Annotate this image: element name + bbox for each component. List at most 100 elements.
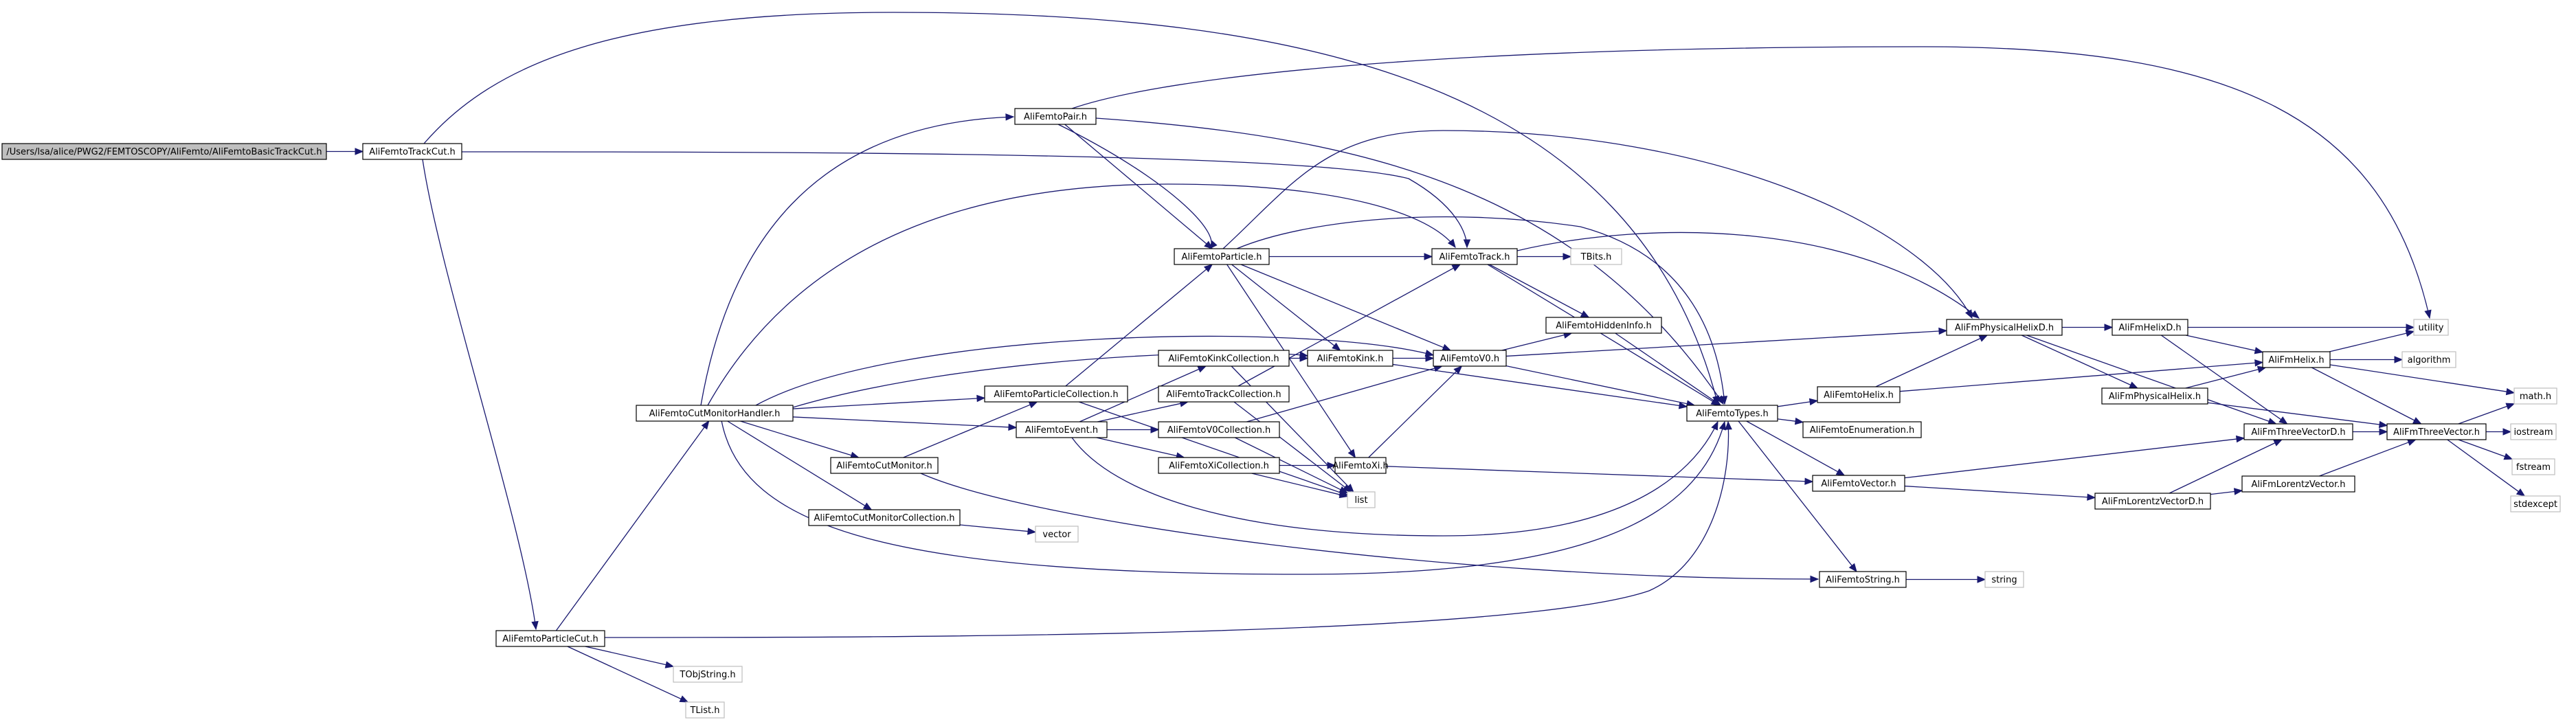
node-box (2094, 493, 2211, 510)
node-label: AliFemtoParticleCut.h (502, 634, 598, 644)
node-box (1545, 317, 1662, 334)
edge-line (422, 159, 537, 630)
node-box (2386, 423, 2487, 440)
node-physhelixd[interactable]: AliFmPhysicalHelixD.h (1946, 319, 2063, 336)
node-trackcut[interactable]: AliFemtoTrackCut.h (362, 143, 462, 160)
edge-line (1615, 332, 1716, 403)
edge-arrowhead (862, 502, 873, 510)
edge-arrowhead (1299, 351, 1309, 359)
node-box (1802, 421, 1922, 438)
edge-arrowhead (1197, 365, 1207, 373)
edge-arrowhead (1712, 398, 1722, 406)
node-xi[interactable]: AliFemtoXi.h (1332, 457, 1389, 474)
node-cmcoll[interactable]: AliFemtoCutMonitorCollection.h (808, 509, 961, 526)
edge-line (707, 183, 1456, 406)
node-cmh[interactable]: AliFemtoCutMonitorHandler.h (636, 405, 794, 422)
edge-physhelixd-to-helixd (2062, 324, 2114, 331)
node-box (1819, 571, 1907, 588)
node-enum[interactable]: AliFemtoEnumeration.h (1802, 421, 1922, 438)
node-v0[interactable]: AliFemtoV0.h (1433, 350, 1507, 367)
node-fstring[interactable]: AliFemtoString.h (1819, 571, 1907, 588)
edge-arrowhead (2406, 324, 2415, 331)
edge-line (792, 398, 979, 409)
node-box (685, 701, 725, 719)
node-fmhelix[interactable]: AliFmHelix.h (2262, 351, 2331, 368)
node-cm[interactable]: AliFemtoCutMonitor.h (830, 457, 939, 474)
edge-line (2458, 405, 2509, 425)
edge-line (700, 116, 1014, 406)
edge-cm-to-partcoll (903, 401, 1038, 458)
edge-partcoll-to-particle (1065, 264, 1213, 387)
edge-arrowhead (2254, 359, 2264, 367)
edge-trackcut-to-track (461, 151, 1471, 249)
edge-types-to-fvector (1746, 420, 1846, 476)
edge-line (740, 420, 853, 456)
node-helix[interactable]: AliFemtoHelix.h (1817, 386, 1901, 403)
node-physhelix[interactable]: AliFmPhysicalHelix.h (2101, 387, 2208, 405)
node-hidden[interactable]: AliFemtoHiddenInfo.h (1545, 317, 1662, 334)
node-trackcoll[interactable]: AliFemtoTrackCollection.h (1158, 385, 1290, 403)
edge-line (1505, 365, 1689, 405)
edge-line (1065, 268, 1208, 387)
node-box (1812, 475, 1905, 492)
node-tv3[interactable]: AliFmThreeVector.h (2386, 423, 2487, 440)
edge-line (2207, 402, 2382, 425)
edge-line (1368, 370, 1458, 458)
edge-tv3-to-fstream (2458, 439, 2513, 460)
edge-lv-to-tv3 (2319, 439, 2417, 477)
edge-arrowhead (2379, 428, 2388, 436)
edge-trackcut-to-types (423, 12, 1720, 405)
node-tv3d[interactable]: AliFmThreeVectorD.h (2243, 423, 2353, 440)
node-helixd[interactable]: AliFmHelixD.h (2112, 319, 2188, 336)
edge-partcoll-to-list (1078, 401, 1349, 496)
node-kink[interactable]: AliFemtoKink.h (1307, 350, 1393, 367)
edge-event-to-trackcoll (1097, 400, 1189, 422)
node-box (984, 385, 1128, 403)
edge-track-to-physhelixd (1516, 232, 1980, 319)
edge-arrowhead (1447, 238, 1456, 249)
edge-kink-to-v0 (1393, 354, 1435, 362)
node-box (2513, 387, 2557, 405)
node-label: AliFmLorentzVectorD.h (2102, 497, 2204, 507)
node-lvd[interactable]: AliFmLorentzVectorD.h (2094, 493, 2211, 510)
node-particle[interactable]: AliFemtoParticle.h (1174, 248, 1270, 265)
edge-hidden-to-types (1615, 332, 1722, 406)
edge-v0-to-types (1505, 365, 1696, 407)
edge-line (1231, 264, 1336, 347)
edge-line (1505, 330, 1941, 357)
edge-line (1875, 337, 1982, 387)
node-box (2262, 351, 2331, 368)
edge-line (1071, 46, 2430, 319)
node-types[interactable]: AliFemtoTypes.h (1686, 405, 1778, 422)
node-xicoll[interactable]: AliFemtoXiCollection.h (1158, 457, 1280, 474)
edge-arrowhead (1563, 253, 1572, 260)
node-label: list (1354, 495, 1367, 506)
edge-event-to-xicoll (1096, 437, 1185, 460)
edge-arrowhead (2129, 381, 2139, 389)
edge-arrowhead (1332, 342, 1341, 351)
node-label: AliFemtoTrack.h (1440, 252, 1510, 262)
edge-arrowhead (976, 394, 986, 403)
node-fvector[interactable]: AliFemtoVector.h (1812, 475, 1905, 492)
edge-arrowhead (2278, 416, 2288, 425)
edge-line (555, 425, 706, 631)
node-label: TObjString.h (679, 670, 735, 680)
node-label: AliFemtoHelix.h (1824, 390, 1894, 401)
node-box (2243, 423, 2353, 440)
node-kinkcoll[interactable]: AliFemtoKinkCollection.h (1158, 350, 1290, 367)
node-partcut[interactable]: AliFemtoParticleCut.h (495, 630, 605, 647)
node-root[interactable]: /Users/lsa/alice/PWG2/FEMTOSCOPY/AliFemt… (1, 143, 327, 160)
edge-v0coll-to-v0 (1246, 365, 1443, 422)
node-event[interactable]: AliFemtoEvent.h (1016, 421, 1108, 438)
edge-line (1899, 362, 2257, 392)
node-partcoll[interactable]: AliFemtoParticleCollection.h (984, 385, 1128, 403)
edge-fmhelix-to-math (2329, 364, 2516, 396)
edge-root-to-trackcut (326, 148, 364, 155)
node-track[interactable]: AliFemtoTrack.h (1431, 248, 1518, 265)
node-v0coll[interactable]: AliFemtoV0Collection.h (1158, 421, 1280, 438)
edge-line (1746, 420, 1839, 473)
node-label: AliFemtoParticleCollection.h (994, 390, 1118, 400)
node-label: AliFemtoVector.h (1821, 479, 1896, 489)
node-lv[interactable]: AliFmLorentzVector.h (2241, 475, 2355, 493)
node-pair[interactable]: AliFemtoPair.h (1014, 108, 1097, 125)
